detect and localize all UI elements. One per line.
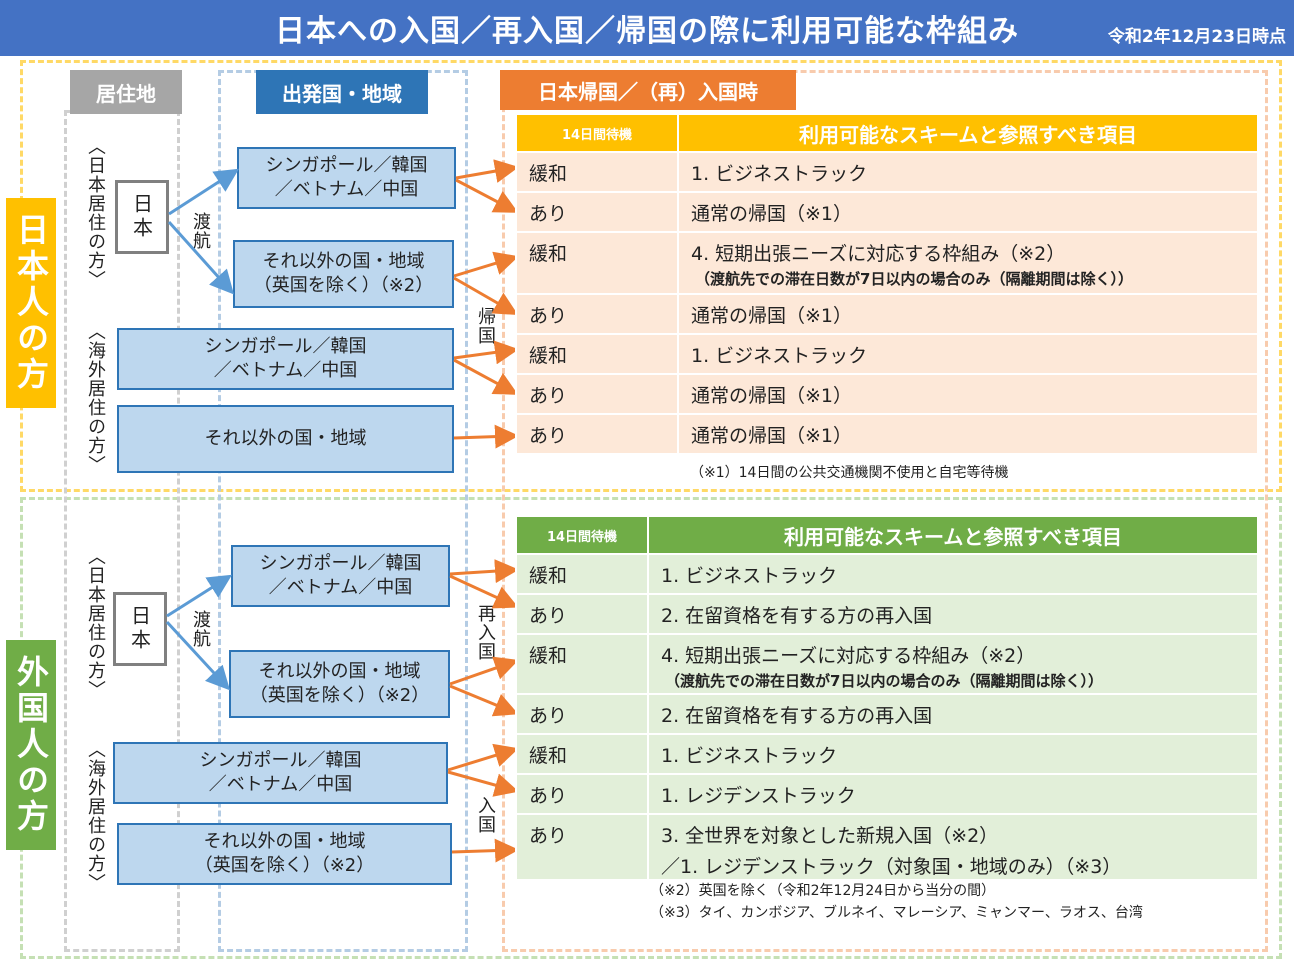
wait-cell: あり bbox=[515, 593, 649, 635]
foreign-label: 外国人の方 bbox=[6, 640, 56, 850]
scheme-text-line2: ／1. レジデンストラック（対象国・地域のみ）（※3） bbox=[661, 856, 1122, 878]
table-row: 緩和 1. ビジネストラック bbox=[515, 553, 1259, 595]
scheme-cell: 1. ビジネストラック bbox=[647, 553, 1259, 595]
note-3: （※3）タイ、カンボジア、ブルネイ、マレーシア、ミャンマー、ラオス、台湾 bbox=[650, 905, 1143, 921]
scheme-cell: 4. 短期出張ニーズに対応する枠組み（※2） （渡航先での滞在日数が7日以内の場合… bbox=[647, 633, 1259, 695]
return-label: 帰国 bbox=[475, 307, 496, 345]
wait-cell: あり bbox=[515, 693, 649, 735]
scheme-text: 4. 短期出張ニーズに対応する枠組み（※2） bbox=[661, 645, 1036, 667]
travel-label: 渡航 bbox=[190, 212, 211, 250]
scheme-column-header: 利用可能なスキームと参照すべき項目 bbox=[647, 515, 1259, 555]
departure-box-other-countries: それ以外の国・地域 （英国を除く）（※2） bbox=[233, 240, 454, 308]
wait-cell: 緩和 bbox=[515, 333, 679, 375]
scheme-cell: 3. 全世界を対象とした新規入国（※2） ／1. レジデンストラック（対象国・地域… bbox=[647, 813, 1259, 881]
departure-box-other-countries: それ以外の国・地域 （英国を除く）（※2） bbox=[229, 650, 450, 718]
page-title: 日本への入国／再入国／帰国の際に利用可能な枠組み bbox=[275, 14, 1019, 49]
departure-box-track-countries: シンガポール／韓国 ／ベトナム／中国 bbox=[237, 147, 456, 209]
scheme-cell: 1. ビジネストラック bbox=[647, 733, 1259, 775]
reentry-label: 再入国 bbox=[475, 603, 496, 661]
foreign-overseas-resident-label: 〈海外居住の方〉 bbox=[85, 740, 106, 892]
wait-cell: 緩和 bbox=[515, 231, 679, 295]
departure-box-track-countries: シンガポール／韓国 ／ベトナム／中国 bbox=[113, 742, 448, 804]
arrival-header: 日本帰国／（再）入国時 bbox=[500, 70, 796, 110]
wait-cell: あり bbox=[515, 191, 679, 233]
wait-cell: あり bbox=[515, 373, 679, 415]
scheme-cell: 通常の帰国（※1） bbox=[677, 413, 1259, 455]
scheme-cell: 1. ビジネストラック bbox=[677, 333, 1259, 375]
note-1: （※1）14日間の公共交通機関不使用と自宅等待機 bbox=[690, 465, 1009, 481]
departure-header: 出発国・地域 bbox=[256, 70, 428, 114]
wait-cell: あり bbox=[515, 813, 649, 881]
wait-cell: あり bbox=[515, 773, 649, 815]
table-row: あり 通常の帰国（※1） bbox=[515, 293, 1259, 335]
table-row: あり 2. 在留資格を有する方の再入国 bbox=[515, 593, 1259, 635]
japanese-scheme-table: 14日間待機 利用可能なスキームと参照すべき項目 緩和 1. ビジネストラック … bbox=[515, 113, 1259, 455]
table-row: あり 通常の帰国（※1） bbox=[515, 413, 1259, 455]
foreign-jp-resident-label: 〈日本居住の方〉 bbox=[85, 547, 106, 699]
residence-header: 居住地 bbox=[70, 70, 182, 114]
note-2: （※2）英国を除く（令和2年12月24日から当分の間） bbox=[650, 883, 996, 899]
scheme-column-header: 利用可能なスキームと参照すべき項目 bbox=[677, 113, 1259, 153]
japanese-jp-resident-label: 〈日本居住の方〉 bbox=[85, 137, 106, 289]
departure-box-other-countries: それ以外の国・地域 （英国を除く）（※2） bbox=[117, 823, 452, 885]
table-row: あり 3. 全世界を対象とした新規入国（※2） ／1. レジデンストラック（対象国… bbox=[515, 813, 1259, 881]
wait-cell: あり bbox=[515, 413, 679, 455]
entry-label: 入国 bbox=[475, 796, 496, 834]
wait-cell: 緩和 bbox=[515, 633, 649, 695]
wait-column-header: 14日間待機 bbox=[515, 515, 649, 555]
japan-box: 日本 bbox=[113, 592, 167, 666]
wait-cell: 緩和 bbox=[515, 553, 649, 595]
table-row: 緩和 4. 短期出張ニーズに対応する枠組み（※2） （渡航先での滞在日数が7日以内… bbox=[515, 231, 1259, 295]
table-row: あり 通常の帰国（※1） bbox=[515, 191, 1259, 233]
wait-cell: あり bbox=[515, 293, 679, 335]
departure-box-track-countries: シンガポール／韓国 ／ベトナム／中国 bbox=[117, 328, 454, 390]
title-bar bbox=[0, 0, 1294, 56]
departure-box-track-countries: シンガポール／韓国 ／ベトナム／中国 bbox=[231, 545, 450, 607]
scheme-subtext: （渡航先での滞在日数が7日以内の場合のみ（隔離期間は除く）） bbox=[665, 672, 1103, 690]
table-row: あり 2. 在留資格を有する方の再入国 bbox=[515, 693, 1259, 735]
scheme-cell: 1. ビジネストラック bbox=[677, 151, 1259, 193]
scheme-cell: 通常の帰国（※1） bbox=[677, 373, 1259, 415]
scheme-cell: 2. 在留資格を有する方の再入国 bbox=[647, 693, 1259, 735]
wait-cell: 緩和 bbox=[515, 733, 649, 775]
table-row: 緩和 1. ビジネストラック bbox=[515, 151, 1259, 193]
scheme-cell: 4. 短期出張ニーズに対応する枠組み（※2） （渡航先での滞在日数が7日以内の場合… bbox=[677, 231, 1259, 295]
table-row: 緩和 1. ビジネストラック bbox=[515, 333, 1259, 375]
table-row: あり 通常の帰国（※1） bbox=[515, 373, 1259, 415]
scheme-cell: 通常の帰国（※1） bbox=[677, 191, 1259, 233]
table-row: 緩和 1. ビジネストラック bbox=[515, 733, 1259, 775]
scheme-text: 4. 短期出張ニーズに対応する枠組み（※2） bbox=[691, 243, 1066, 265]
arrival-column-frame bbox=[502, 70, 1268, 952]
japan-box: 日本 bbox=[115, 180, 169, 254]
wait-column-header: 14日間待機 bbox=[515, 113, 679, 153]
scheme-cell: 2. 在留資格を有する方の再入国 bbox=[647, 593, 1259, 635]
japanese-label: 日本人の方 bbox=[6, 198, 56, 408]
scheme-text: 3. 全世界を対象とした新規入国（※2） bbox=[661, 825, 999, 847]
travel-label: 渡航 bbox=[190, 610, 211, 648]
scheme-subtext: （渡航先での滞在日数が7日以内の場合のみ（隔離期間は除く）） bbox=[695, 270, 1133, 288]
foreign-scheme-table: 14日間待機 利用可能なスキームと参照すべき項目 緩和 1. ビジネストラック … bbox=[515, 515, 1259, 881]
scheme-cell: 1. レジデンストラック bbox=[647, 773, 1259, 815]
japanese-overseas-resident-label: 〈海外居住の方〉 bbox=[85, 322, 106, 474]
wait-cell: 緩和 bbox=[515, 151, 679, 193]
as-of-date: 令和2年12月23日時点 bbox=[1107, 27, 1286, 47]
table-row: あり 1. レジデンストラック bbox=[515, 773, 1259, 815]
table-row: 緩和 4. 短期出張ニーズに対応する枠組み（※2） （渡航先での滞在日数が7日以内… bbox=[515, 633, 1259, 695]
scheme-cell: 通常の帰国（※1） bbox=[677, 293, 1259, 335]
departure-box-other-countries: それ以外の国・地域 bbox=[117, 405, 454, 473]
